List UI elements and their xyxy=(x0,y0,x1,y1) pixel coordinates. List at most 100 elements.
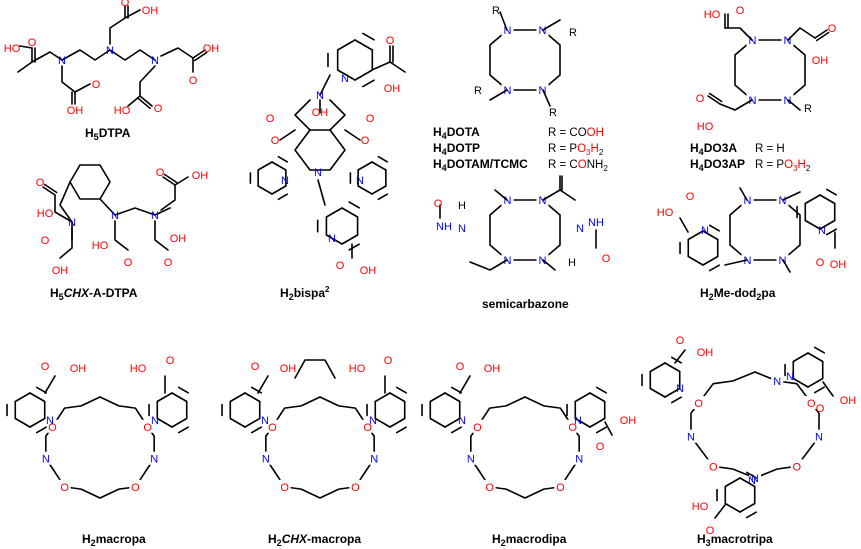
atom-label-n: N xyxy=(262,454,270,466)
bond xyxy=(389,417,406,428)
atom-label-o: O xyxy=(271,135,280,147)
bond xyxy=(229,392,246,403)
bond xyxy=(792,352,809,363)
bond xyxy=(807,352,824,363)
atom-label-n: N xyxy=(151,210,159,222)
atom-label-o: O xyxy=(602,253,611,265)
atom-label-n: N xyxy=(818,225,826,237)
atom-label-n: N xyxy=(574,415,582,427)
atom-label-n: N xyxy=(458,415,466,427)
atom-label-o: O xyxy=(121,0,130,9)
atom-label-o: O xyxy=(807,398,816,410)
bond xyxy=(156,417,173,428)
bond xyxy=(137,97,151,110)
atom-label-o: O xyxy=(386,35,395,47)
bond xyxy=(450,426,462,434)
atom-label-o: O xyxy=(154,103,163,115)
atom-label-n: N xyxy=(748,475,756,487)
atom-label-n: N xyxy=(369,415,377,427)
atom-label-n: N xyxy=(314,167,322,179)
atom-label-n: N xyxy=(784,35,792,47)
atom-label-n: N xyxy=(779,195,787,207)
atom-label-n: N xyxy=(539,255,547,267)
bond xyxy=(277,193,289,201)
bond xyxy=(325,234,343,245)
bond xyxy=(687,255,704,266)
atom-label-o: O xyxy=(92,79,101,91)
bond xyxy=(395,386,407,394)
bond xyxy=(444,417,461,428)
atom-label-n: N xyxy=(773,376,781,388)
atom-label-n: N xyxy=(316,90,324,102)
atom-label-n: N xyxy=(42,454,50,466)
atom-label-o: O xyxy=(189,75,198,87)
bond xyxy=(271,161,287,171)
bond xyxy=(54,194,73,223)
caption-dtpa: H5DTPA xyxy=(85,126,131,142)
bond xyxy=(319,74,331,96)
atom-label-n: N xyxy=(281,175,289,187)
bond xyxy=(59,227,73,259)
bond xyxy=(489,29,561,91)
bond xyxy=(14,392,31,403)
bond xyxy=(29,417,46,428)
bond xyxy=(371,161,387,171)
atom-label-ho: HO xyxy=(657,207,674,219)
bond xyxy=(17,61,33,73)
bond xyxy=(371,61,391,71)
atom-label-n: N xyxy=(370,454,378,466)
bond xyxy=(702,230,719,241)
atom-label-n: N xyxy=(341,73,349,85)
bond xyxy=(171,417,188,428)
atom-label-o: O xyxy=(816,257,825,269)
atom-label-o: O xyxy=(48,422,57,434)
bond xyxy=(59,181,73,241)
bond xyxy=(193,51,208,62)
bond xyxy=(489,89,508,101)
atom-label-oh: OH xyxy=(360,265,377,277)
bond xyxy=(782,191,801,201)
bond xyxy=(450,386,462,394)
rdef-dotp: R = PO3H2 xyxy=(548,143,604,157)
atom-label-h: H xyxy=(458,200,466,212)
bond xyxy=(459,375,471,394)
bond xyxy=(804,194,821,205)
atom-label-n: N xyxy=(504,255,512,267)
atom-label-o: O xyxy=(363,422,372,434)
bond xyxy=(708,92,723,103)
atom-label-o: O xyxy=(816,403,825,415)
bond xyxy=(807,377,824,388)
bond xyxy=(724,27,753,41)
bond xyxy=(649,387,666,398)
atom-label-o: O xyxy=(736,5,745,17)
bond xyxy=(595,386,607,394)
bond xyxy=(61,65,76,93)
bond xyxy=(344,129,361,141)
caption-macropa: H2macropa xyxy=(82,532,146,548)
atom-label-o: O xyxy=(596,441,605,453)
bond xyxy=(724,477,741,488)
caption-dotam: H4DOTAM/TCMC xyxy=(433,157,528,173)
atom-label-n: N xyxy=(150,454,158,466)
bond xyxy=(43,183,58,194)
bond xyxy=(19,45,33,49)
bond xyxy=(162,176,176,186)
atom-label-ho: HO xyxy=(704,9,721,21)
bond xyxy=(341,207,359,218)
atom-label-n: N xyxy=(539,195,547,207)
atom-label-ho: HO xyxy=(37,208,54,220)
bond xyxy=(377,193,389,201)
bond xyxy=(42,186,56,196)
bond xyxy=(336,69,356,81)
bond xyxy=(745,511,757,519)
bond xyxy=(792,377,809,388)
bond xyxy=(813,386,825,394)
atom-label-n: N xyxy=(467,454,475,466)
bond xyxy=(499,11,508,31)
caption-bispa: H2bispa2 xyxy=(280,285,330,302)
bond xyxy=(782,259,791,273)
